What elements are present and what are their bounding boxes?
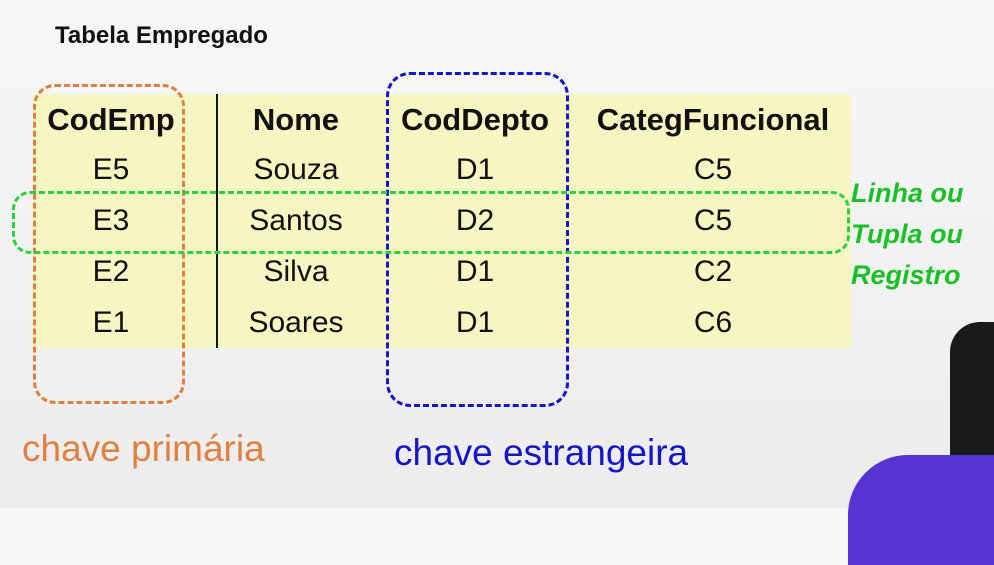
column-divider xyxy=(216,94,218,348)
brand-corner-shape xyxy=(848,455,994,565)
table-cell: Santos xyxy=(249,204,343,237)
table-cell: D2 xyxy=(455,204,495,237)
table-title: Tabela Empregado xyxy=(55,22,268,49)
header-codemp: CodEmp xyxy=(47,102,175,137)
header-categfuncional: CategFuncional xyxy=(596,102,830,137)
row-label-line1: Linha ou xyxy=(851,178,964,208)
table-cell: C5 xyxy=(693,153,733,186)
foreign-key-label: chave estrangeira xyxy=(394,432,689,473)
table-cell: D1 xyxy=(455,255,495,288)
table-cell: C6 xyxy=(693,306,733,339)
primary-key-label: chave primária xyxy=(22,428,265,469)
header-coddepto: CodDepto xyxy=(400,102,550,137)
table-cell: C5 xyxy=(693,204,733,237)
table-cell: Soares xyxy=(248,306,344,339)
row-label-line2: Tupla ou xyxy=(851,219,963,249)
table-cell: Silva xyxy=(263,255,329,288)
table-cell: D1 xyxy=(455,306,495,339)
employee-table xyxy=(33,94,851,348)
table-cell: C2 xyxy=(693,255,733,288)
table-cell: E3 xyxy=(92,204,130,237)
table-cell: E2 xyxy=(92,255,130,288)
primary-key-highlight xyxy=(33,84,185,404)
table-cell: E1 xyxy=(92,306,130,339)
table-cell: D1 xyxy=(455,153,495,186)
row-highlight xyxy=(12,191,850,254)
table-cell: Souza xyxy=(253,153,339,186)
row-label-line3: Registro xyxy=(851,260,961,290)
foreign-key-highlight xyxy=(386,72,569,407)
table-cell: E5 xyxy=(92,153,130,186)
header-nome: Nome xyxy=(252,102,340,137)
